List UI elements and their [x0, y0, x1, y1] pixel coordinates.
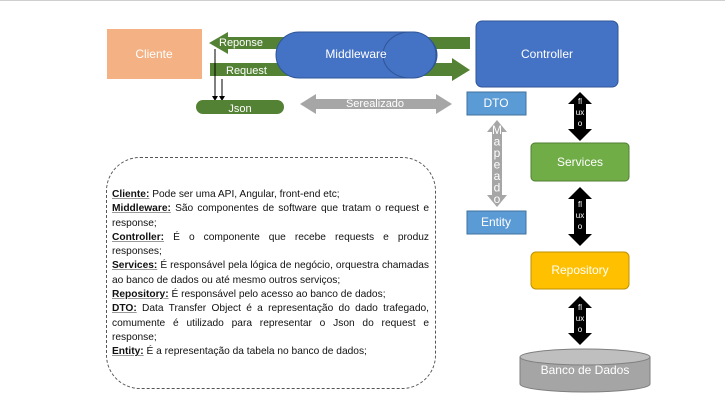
entity-label: Entity [481, 215, 511, 229]
cliente-box [107, 29, 202, 79]
repository-box [530, 251, 630, 290]
controller-label: Controller [521, 47, 573, 61]
top-divider [0, 0, 725, 1]
serealizado-label: Serealizado [346, 98, 404, 110]
legend-box [106, 157, 436, 389]
banco-cylinder [519, 348, 651, 393]
services-box [530, 142, 630, 182]
serealizado-arrow [300, 94, 452, 114]
legend-item: Entity: É a representação da tabela no b… [112, 346, 367, 358]
legend-text: Cliente: Pode ser uma API, Angular, fron… [112, 188, 429, 360]
legend-item: Services: É responsável pela lógica de n… [112, 260, 429, 286]
legend-item: DTO: Data Transfer Object é a representa… [112, 303, 429, 343]
json-pill [196, 100, 284, 114]
json-arrowhead-left [212, 96, 218, 101]
request-label: Request [226, 65, 267, 77]
legend-item: Middleware: São componentes de software … [112, 203, 429, 229]
legend-item: Repository: É responsável pelo acesso ao… [112, 289, 386, 301]
reponse-label: Reponse [219, 37, 263, 49]
middleware-box [275, 31, 437, 79]
services-label: Services [557, 155, 603, 169]
legend-item: Controller: É o componente que recebe re… [112, 231, 429, 258]
dto-box [466, 91, 527, 116]
json-label: Json [228, 103, 251, 115]
repository-label: Repository [551, 263, 608, 277]
middleware-outline [382, 31, 411, 79]
mapeado-arrow [487, 120, 507, 207]
legend-item: Cliente: Pode ser uma API, Angular, fron… [112, 189, 340, 200]
middleware-label: Middleware [325, 47, 387, 61]
controller-box [475, 20, 619, 88]
entity-box [466, 210, 527, 235]
dto-label: DTO [483, 96, 508, 110]
json-arrowhead-right [219, 96, 225, 101]
banco-label: Banco de Dados [541, 363, 630, 377]
cliente-label: Cliente [135, 47, 173, 61]
